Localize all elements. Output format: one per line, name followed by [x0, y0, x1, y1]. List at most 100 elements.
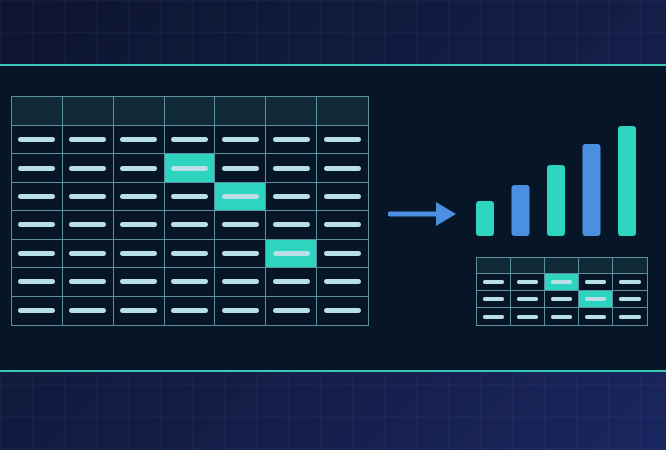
- source-table-cell: [12, 239, 63, 269]
- summary-table-cell: [477, 291, 511, 308]
- source-table-cell: [266, 268, 318, 297]
- cell-placeholder-line: [171, 165, 208, 171]
- cell-placeholder-line: [120, 308, 158, 314]
- source-table-cell: [164, 126, 216, 155]
- cell-placeholder-line: [18, 308, 56, 314]
- cell-placeholder-line: [69, 222, 107, 228]
- cell-placeholder-line: [69, 165, 107, 171]
- source-table-cell: [12, 126, 63, 155]
- source-table-cell: [62, 126, 114, 155]
- source-table-cell: [113, 268, 165, 297]
- source-table-cell: [317, 183, 368, 212]
- summary-table-cell: [579, 274, 613, 291]
- cell-placeholder-line: [69, 308, 107, 314]
- cell-placeholder-line: [18, 279, 56, 285]
- cell-placeholder-line: [550, 280, 573, 284]
- source-table-cell: [113, 154, 165, 183]
- source-table-highlighted-cell: [215, 182, 267, 212]
- summary-table-cell: [511, 308, 545, 325]
- cell-placeholder-line: [221, 279, 259, 285]
- summary-table-header-cell: [545, 258, 579, 274]
- source-table-cell: [62, 239, 114, 269]
- cell-placeholder-line: [482, 280, 505, 284]
- cell-placeholder-line: [221, 308, 259, 314]
- summary-bar-chart: [476, 126, 636, 236]
- cell-placeholder-line: [323, 279, 362, 285]
- source-table-header-cell: [12, 97, 63, 126]
- cell-placeholder-line: [120, 222, 158, 228]
- summary-table-cell: [511, 274, 545, 291]
- cell-placeholder-line: [18, 165, 56, 171]
- summary-table-highlighted-cell: [545, 274, 579, 291]
- cell-placeholder-line: [550, 314, 573, 319]
- cell-placeholder-line: [171, 279, 208, 285]
- cell-placeholder-line: [69, 137, 107, 143]
- source-table-cell: [266, 211, 318, 240]
- source-table-cell: [113, 126, 165, 155]
- chart-bar-3: [547, 165, 565, 236]
- source-table-cell: [63, 296, 114, 325]
- summary-table-cell: [511, 291, 545, 308]
- source-table-header-cell: [215, 97, 267, 126]
- cell-placeholder-line: [516, 280, 539, 284]
- chart-bar-5: [618, 126, 636, 236]
- source-table-cell: [317, 126, 368, 155]
- chart-bar-4: [582, 144, 601, 236]
- summary-table-cell: [477, 274, 511, 291]
- cell-placeholder-line: [171, 194, 208, 200]
- cell-placeholder-line: [584, 314, 607, 319]
- cell-placeholder-line: [516, 314, 539, 319]
- cell-placeholder-line: [221, 165, 259, 171]
- cell-placeholder-line: [618, 297, 642, 301]
- cell-placeholder-line: [221, 194, 259, 200]
- cell-placeholder-line: [618, 280, 642, 284]
- cell-placeholder-line: [120, 137, 158, 143]
- cell-placeholder-line: [323, 250, 362, 256]
- cell-placeholder-line: [221, 222, 259, 228]
- cell-placeholder-line: [221, 137, 259, 143]
- cell-placeholder-line: [171, 250, 208, 256]
- cell-placeholder-line: [171, 308, 208, 314]
- cell-placeholder-line: [272, 194, 310, 200]
- source-table-cell: [266, 154, 318, 183]
- cell-placeholder-line: [18, 137, 56, 143]
- cell-placeholder-line: [171, 137, 208, 143]
- cell-placeholder-line: [272, 222, 310, 228]
- source-table-highlighted-cell: [266, 239, 318, 269]
- cell-placeholder-line: [323, 165, 362, 171]
- source-table-cell: [62, 182, 114, 212]
- cell-placeholder-line: [18, 222, 56, 228]
- source-table-cell: [215, 296, 267, 325]
- source-table-cell: [215, 211, 267, 240]
- cell-placeholder-line: [272, 279, 310, 285]
- source-table-cell: [317, 154, 368, 183]
- source-table-cell: [317, 268, 368, 297]
- source-table-cell: [215, 239, 267, 269]
- cell-placeholder-line: [482, 297, 505, 301]
- source-data-table: [11, 96, 369, 326]
- cell-placeholder-line: [69, 279, 107, 285]
- summary-data-table: [476, 257, 648, 326]
- source-table-cell: [164, 268, 216, 297]
- cell-placeholder-line: [69, 250, 107, 256]
- source-table-cell: [113, 182, 165, 212]
- summary-table-header-cell: [613, 258, 647, 274]
- cell-placeholder-line: [516, 297, 539, 301]
- source-table-cell: [12, 182, 63, 212]
- source-table-cell: [266, 296, 318, 325]
- cell-placeholder-line: [221, 250, 259, 256]
- source-table-cell: [12, 296, 63, 325]
- source-table-header-cell: [317, 97, 368, 126]
- summary-table-cell: [613, 308, 647, 325]
- source-table-cell: [164, 239, 216, 269]
- cell-placeholder-line: [120, 250, 158, 256]
- cell-placeholder-line: [323, 308, 362, 314]
- source-table-header-cell: [113, 97, 165, 126]
- summary-table-header-cell: [477, 258, 511, 274]
- source-table-highlighted-cell: [164, 154, 216, 183]
- cell-placeholder-line: [323, 194, 362, 200]
- summary-table-cell: [579, 308, 613, 325]
- summary-table-cell: [477, 308, 511, 325]
- source-table-cell: [317, 211, 368, 240]
- source-table-cell: [114, 296, 165, 325]
